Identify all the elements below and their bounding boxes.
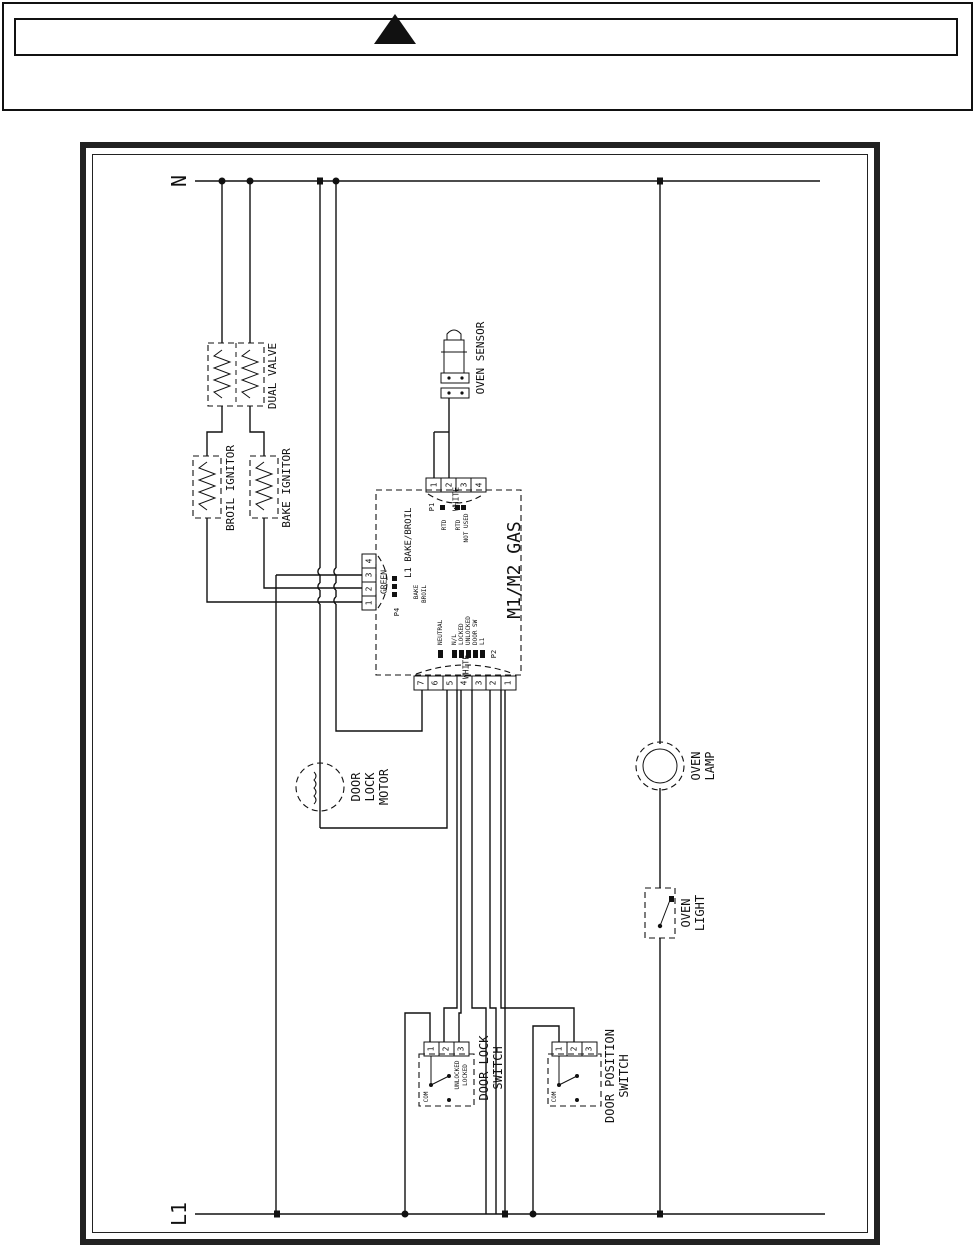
lock-switch-pin-2: 2 xyxy=(442,1046,451,1051)
p2-label-locked: LOCKED xyxy=(458,623,465,645)
lock-switch-com-label: COM xyxy=(423,1091,430,1102)
p2-label-l1: L1 xyxy=(479,637,486,645)
wiring-diagram-frame xyxy=(80,142,880,1245)
door-lock-motor xyxy=(295,762,345,812)
position-switch-pin-2: 2 xyxy=(570,1046,579,1051)
neutral-drops xyxy=(317,181,448,829)
p1-pin-3: 3 xyxy=(460,482,469,487)
control-board xyxy=(375,489,522,676)
p4-name-label: P4 xyxy=(393,608,401,616)
p2-pin-2: 2 xyxy=(489,680,498,685)
door-lock-motor-label-3: MOTOR xyxy=(377,768,391,805)
door-lock-switch: 1 2 3 xyxy=(418,1041,475,1107)
door-lock-motor-label-1: DOOR xyxy=(349,772,363,802)
p2-label-neutral: NEUTRAL xyxy=(437,619,444,645)
warning-title-bar xyxy=(14,14,958,56)
p2-label-nl: N/L xyxy=(451,634,458,645)
oven-sensor xyxy=(433,329,470,478)
door-position-switch: 1 2 3 xyxy=(547,1041,602,1107)
p4-pin-3: 3 xyxy=(365,572,374,577)
lock-switch-locked-label: LOCKED xyxy=(462,1064,469,1086)
door-position-switch-label-2: SWITCH xyxy=(617,1054,631,1097)
p4-label-l1-bake-broil: L1 BAKE/BROIL xyxy=(404,508,414,578)
oven-sensor-label: OVEN SENSOR xyxy=(474,321,487,394)
position-switch-com-label: COM xyxy=(551,1091,558,1102)
connector-p2: 7 6 5 4 3 2 1 xyxy=(413,650,517,691)
valve-ignitor-wires xyxy=(206,181,362,1214)
door-lock-motor-label-2: LOCK xyxy=(363,772,377,802)
neutral-rail xyxy=(195,177,820,185)
dual-valve xyxy=(207,342,265,407)
p2-label-unlocked: UNLOCKED xyxy=(465,616,472,645)
p1-label-rtd-2: RTD xyxy=(455,519,462,530)
p2-pin-7: 7 xyxy=(417,680,426,685)
p2-pin-6: 6 xyxy=(431,680,440,685)
position-switch-pin-1: 1 xyxy=(555,1046,564,1051)
p2-label-door-sw: DOOR SW xyxy=(472,619,479,645)
position-switch-pin-3: 3 xyxy=(585,1046,594,1051)
connector-p4: 4 3 2 1 xyxy=(361,553,397,611)
p1-pin-1: 1 xyxy=(430,482,439,487)
p2-pin-4: 4 xyxy=(460,680,469,685)
control-board-label: M1/M2 GAS xyxy=(504,521,525,619)
p4-pin-2: 2 xyxy=(365,586,374,591)
p1-label-rtd-1: RTD xyxy=(441,519,448,530)
p2-pin-1: 1 xyxy=(504,680,513,685)
p4-color-label: GREEN xyxy=(380,570,389,594)
oven-lamp-circuit xyxy=(635,181,685,1214)
p1-name-label: P1 xyxy=(428,503,436,511)
oven-lamp-label-2: LAMP xyxy=(703,752,717,781)
broil-ignitor xyxy=(192,455,222,519)
p4-pin-1: 1 xyxy=(365,600,374,605)
bake-ignitor-label: BAKE IGNITOR xyxy=(280,448,293,528)
oven-light-label-1: OVEN xyxy=(679,899,693,928)
p4-label-bake: BAKE xyxy=(413,584,420,599)
p2-color-label: WHITE xyxy=(462,655,471,679)
oven-light-label-2: LIGHT xyxy=(693,895,707,931)
lock-switch-pin-1: 1 xyxy=(427,1046,436,1051)
switch-wires xyxy=(404,690,575,1214)
p4-label-broil: BROIL xyxy=(421,585,428,603)
p1-pin-2: 2 xyxy=(445,482,454,487)
lock-switch-unlocked-label: UNLOCKED xyxy=(454,1060,461,1089)
line1-rail xyxy=(195,1210,825,1218)
dual-valve-label: DUAL VALVE xyxy=(266,343,279,409)
p2-pin-5: 5 xyxy=(446,680,455,685)
warning-panel xyxy=(2,2,973,111)
warning-triangle-icon xyxy=(374,14,416,44)
bake-ignitor xyxy=(249,455,279,519)
broil-ignitor-label: BROIL IGNITOR xyxy=(224,445,237,531)
line1-label: L1 xyxy=(167,1202,191,1226)
p2-pin-3: 3 xyxy=(475,680,484,685)
p1-color-label: WHITE xyxy=(452,487,461,511)
neutral-label: N xyxy=(167,175,191,187)
p1-pin-4: 4 xyxy=(475,482,484,487)
p1-label-not-used: NOT USED xyxy=(463,513,470,542)
p4-pin-4: 4 xyxy=(365,558,374,563)
door-lock-switch-label-1: DOOR LOCK xyxy=(477,1035,491,1101)
door-position-switch-label-1: DOOR POSITION xyxy=(603,1029,617,1123)
lock-switch-pin-3: 3 xyxy=(457,1046,466,1051)
door-lock-switch-label-2: SWITCH xyxy=(491,1046,505,1089)
p2-name-label: P2 xyxy=(490,650,498,658)
oven-lamp-label-1: OVEN xyxy=(689,752,703,781)
connector-p1: 1 2 3 4 xyxy=(425,477,487,510)
